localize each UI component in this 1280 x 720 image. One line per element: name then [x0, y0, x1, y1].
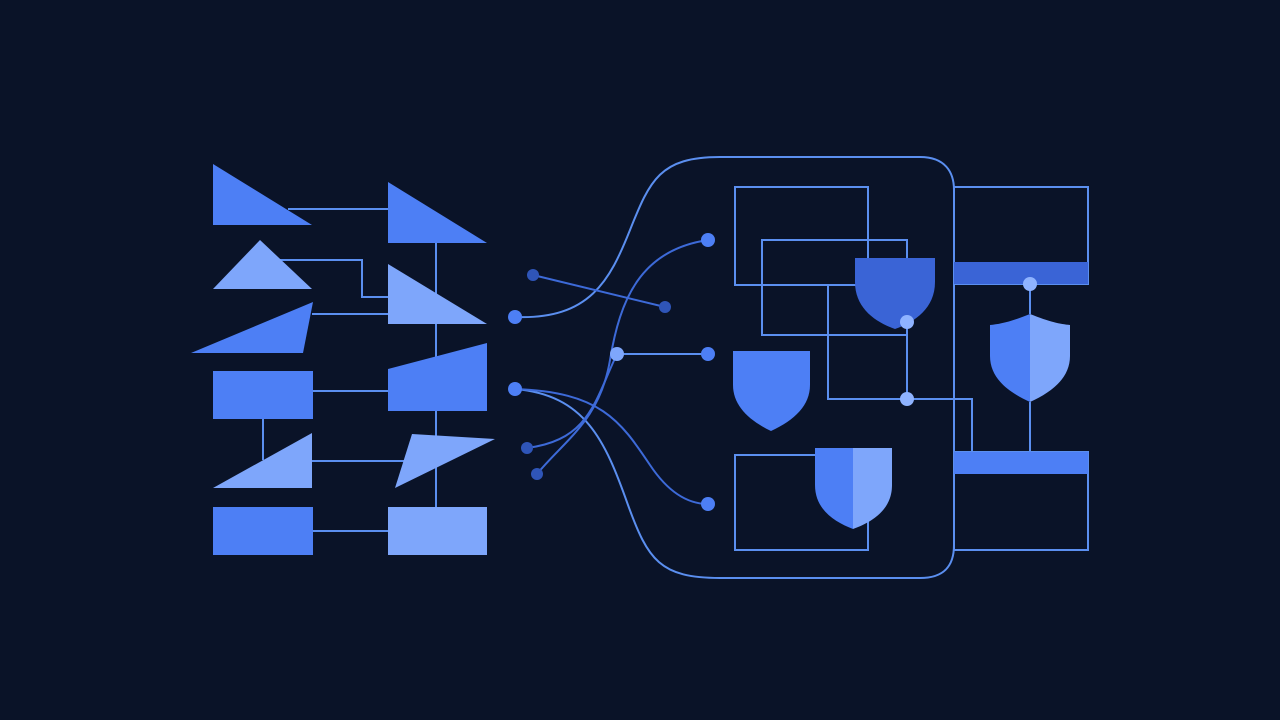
- wedge-shape: [191, 302, 313, 353]
- routing-nodes: [508, 233, 715, 511]
- node-dot: [521, 442, 533, 454]
- hub-junctions: [900, 315, 914, 406]
- connector-line: [280, 259, 388, 298]
- node-dot: [701, 497, 715, 511]
- panel-bar: [954, 262, 1088, 284]
- triangle-shape: [213, 164, 312, 225]
- trapezoid-shape: [388, 343, 487, 411]
- shield-icon: [815, 448, 853, 529]
- right-panels: [953, 186, 1089, 551]
- node-dot: [508, 382, 522, 396]
- rectangle-block: [213, 371, 313, 419]
- shield-half: [1030, 314, 1070, 402]
- junction-dot: [900, 392, 914, 406]
- node-dot: [508, 310, 522, 324]
- wedge-shape: [395, 434, 495, 488]
- junction-dot: [900, 315, 914, 329]
- node-dot: [527, 269, 539, 281]
- node-dot: [659, 301, 671, 313]
- junction-dot: [1023, 277, 1037, 291]
- shields: [733, 258, 1070, 529]
- junction-dot: [610, 347, 624, 361]
- panel-outline: [734, 186, 869, 286]
- shield-icon: [990, 314, 1030, 402]
- routing-curves: [514, 156, 955, 579]
- hub-outline-curve: [514, 156, 955, 579]
- hub-panels: [734, 186, 973, 551]
- connector-line: [532, 274, 666, 308]
- node-dot: [701, 233, 715, 247]
- connector-curve: [514, 388, 709, 505]
- shield-half: [853, 448, 892, 529]
- shield-icon: [733, 351, 810, 431]
- panel-bar: [954, 452, 1088, 474]
- triangle-shape: [388, 264, 487, 324]
- node-dot: [701, 347, 715, 361]
- connector-curve: [536, 239, 709, 475]
- connector-curve: [526, 353, 618, 449]
- left-connectors: [262, 208, 437, 535]
- left-input-shapes: [191, 164, 495, 555]
- triangle-shape: [388, 182, 487, 243]
- rectangle-block: [213, 507, 313, 555]
- rectangle-block: [388, 507, 487, 555]
- node-dot: [531, 468, 543, 480]
- triangle-shape: [213, 240, 312, 289]
- shield-icon: [855, 258, 935, 329]
- wedge-shape: [213, 433, 312, 488]
